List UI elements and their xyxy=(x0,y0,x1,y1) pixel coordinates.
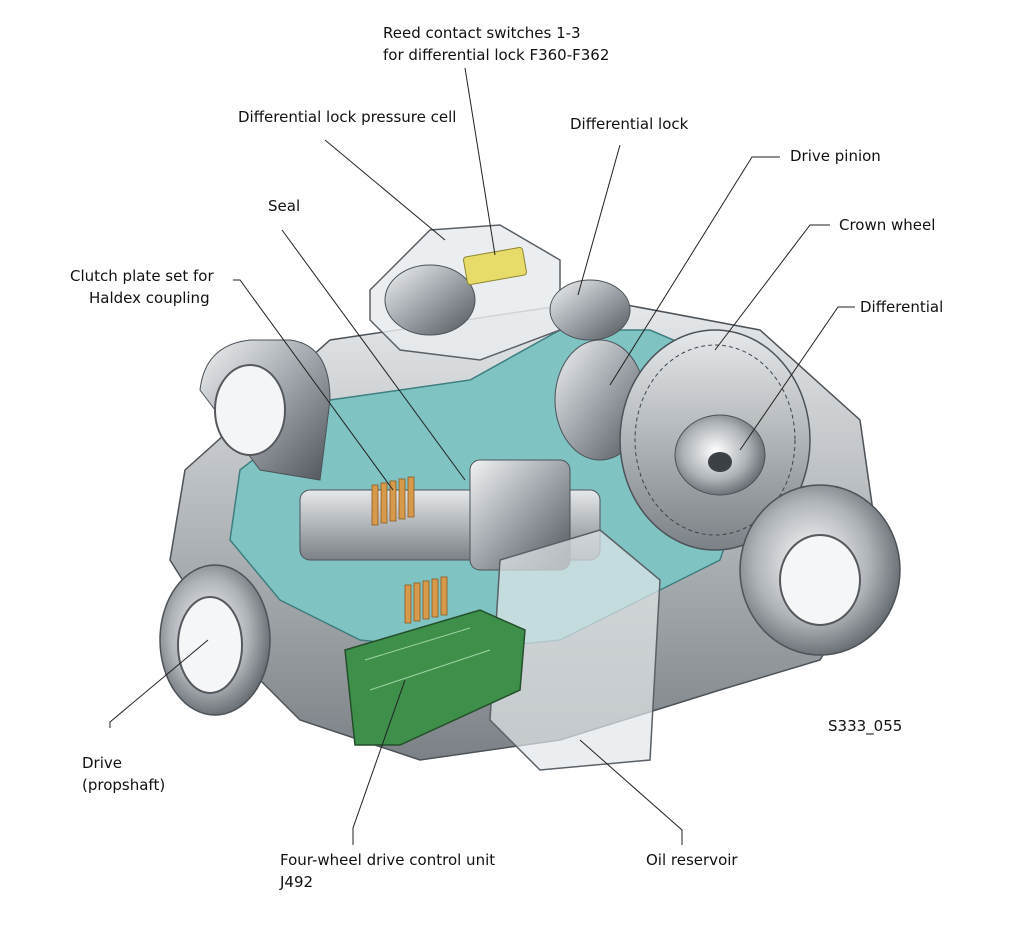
reed-switch-label-line1: Reed contact switches 1-3 xyxy=(383,24,581,42)
control-unit xyxy=(344,609,526,746)
seal-label: Seal xyxy=(268,197,301,215)
leader-lines xyxy=(109,67,855,845)
figure-code: S333_055 xyxy=(828,717,903,735)
oil-reservoir xyxy=(489,529,661,771)
crown-wheel-label: Crown wheel xyxy=(839,216,936,234)
control-unit-label-line2: J492 xyxy=(280,873,314,891)
propshaft-flange xyxy=(159,564,271,716)
control-unit-label-line1: Four-wheel drive control unit xyxy=(280,851,496,869)
reed-switch-label: Reed contact switches 1-3 for differenti… xyxy=(383,22,609,66)
output-flange xyxy=(739,484,901,656)
reed-contact-switches xyxy=(463,246,527,286)
drive-label: Drive (propshaft) xyxy=(82,752,165,796)
differential-label: Differential xyxy=(860,298,944,316)
drive-pinion-label: Drive pinion xyxy=(790,147,881,165)
reed-switch-label-line2: for differential lock F360-F362 xyxy=(383,46,610,64)
clutch-plate-label-line1: Clutch plate set for xyxy=(70,267,214,285)
pressure-cell-label: Differential lock pressure cell xyxy=(238,108,457,126)
differential-lock-label: Differential lock xyxy=(570,115,689,133)
differential-gears xyxy=(674,414,766,496)
clutch-plate-label-line2: Haldex coupling xyxy=(89,289,210,307)
clutch-plate-set xyxy=(371,476,448,624)
drive-label-line1: Drive xyxy=(82,754,122,772)
clutch-plate-label: Clutch plate set for Haldex coupling xyxy=(70,265,214,309)
pressure-cell xyxy=(369,224,561,361)
drive-label-line2: (propshaft) xyxy=(82,776,166,794)
oil-reservoir-label: Oil reservoir xyxy=(646,851,738,869)
differential-lock-assembly xyxy=(549,279,631,341)
control-unit-label: Four-wheel drive control unit J492 xyxy=(280,849,495,893)
